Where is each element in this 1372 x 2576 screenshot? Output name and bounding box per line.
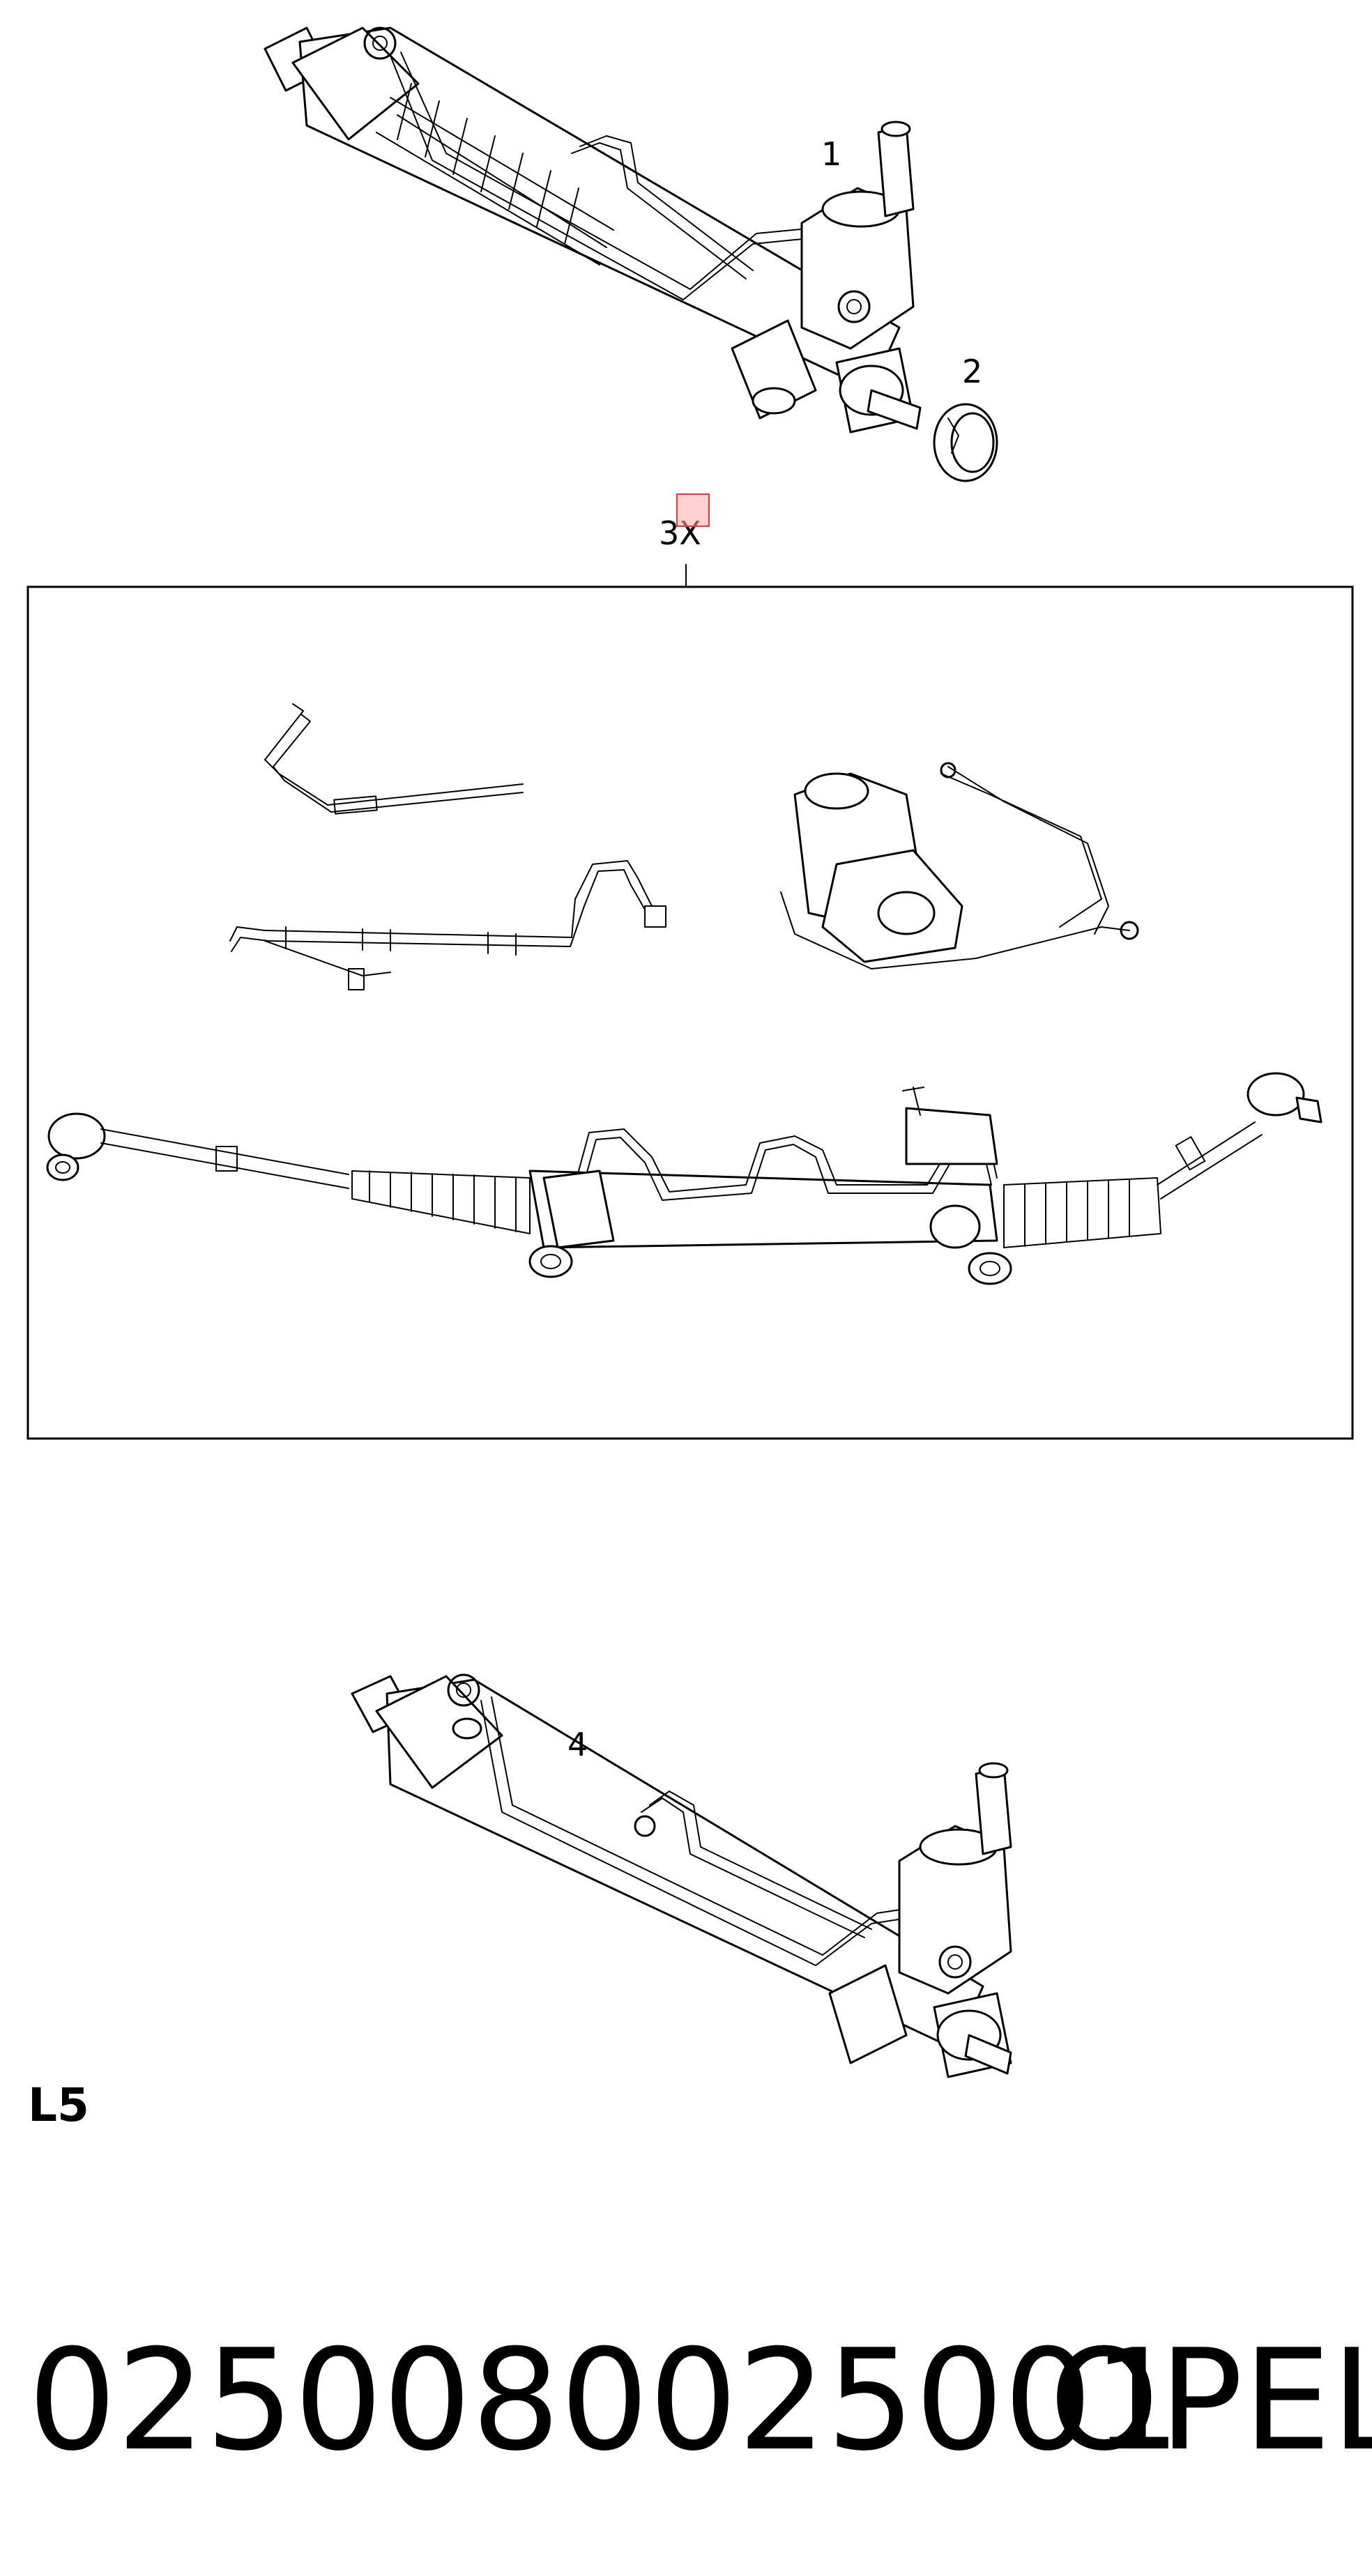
callout-2[interactable]: 2 [962,353,983,390]
kit-steering-rack[interactable] [46,1072,1323,1285]
kit-hose-short[interactable] [264,703,524,815]
kit-3-frame [26,585,1354,1440]
kit-hose-long[interactable] [229,860,666,990]
section-label: L5 [28,2078,89,2132]
callout-3-hotspot[interactable] [676,493,710,527]
callout-4[interactable]: 4 [567,1726,588,1763]
brand-name: OPEL [1049,2320,1372,2482]
steering-gear-part-4[interactable] [351,1673,1012,2078]
kit-pump-assembly[interactable] [780,762,1139,969]
part-number: 0250080025001 [28,2320,1182,2482]
steering-gear-part-1[interactable] [264,26,922,434]
callout-1[interactable]: 1 [821,135,842,173]
clamp-part-2[interactable] [933,403,998,482]
